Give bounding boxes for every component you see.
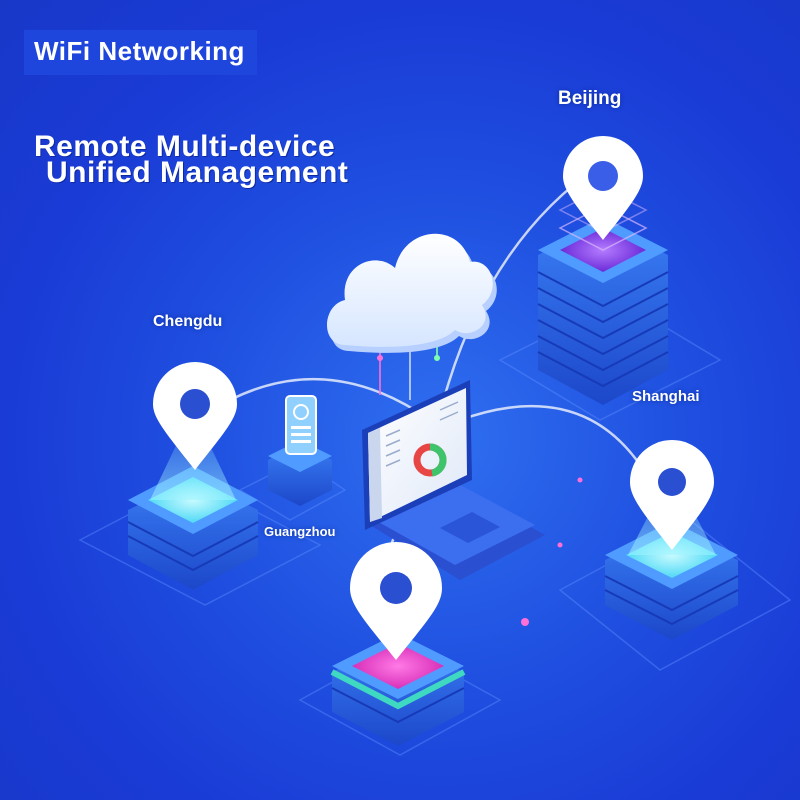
headline-line-1: Remote Multi-device [34,130,336,163]
location-pin-icon-beijing [563,136,643,240]
location-pin-icon-guangzhou [350,542,442,660]
location-pin-icon-chengdu [153,362,237,470]
city-label-shanghai: Shanghai [632,388,700,405]
headline-line-2: Unified Management [46,156,349,189]
cloud-icon [326,233,497,353]
laptop [362,380,545,580]
mobile-device [268,395,332,506]
server-beijing [537,187,669,405]
title-badge: WiFi Networking [24,30,257,75]
server-chengdu [127,410,259,590]
city-label-guangzhou: Guangzhou [264,524,336,539]
server-guangzhou [330,633,466,746]
location-pin-icon-shanghai [630,440,714,550]
headline: Remote Multi-device Unified Management [34,130,349,189]
city-label-chengdu: Chengdu [153,313,223,330]
glow-particles [377,355,583,626]
city-label-beijing: Beijing [558,88,622,109]
